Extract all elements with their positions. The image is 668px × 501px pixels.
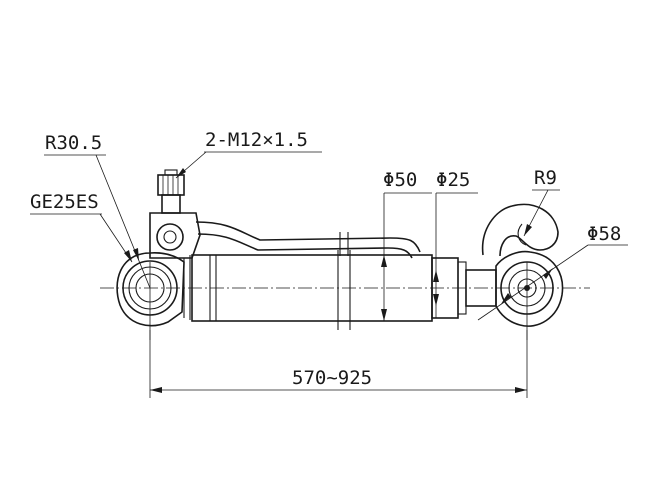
port-block bbox=[149, 169, 201, 259]
rod-diameter-dimension bbox=[433, 192, 478, 318]
hook-radius-label: R9 bbox=[534, 167, 557, 189]
ports-label: 2-M12×1.5 bbox=[205, 129, 308, 151]
bearing-label: GE25ES bbox=[30, 191, 99, 213]
rod-eye-diameter-leader bbox=[477, 244, 628, 321]
rod-eye-diameter-label: Φ58 bbox=[587, 223, 621, 245]
bearing-leader bbox=[30, 213, 133, 263]
cylinder-barrel bbox=[191, 250, 467, 330]
oil-pipe bbox=[195, 221, 421, 259]
rod-eye bbox=[481, 203, 564, 340]
hook-radius-leader bbox=[523, 189, 560, 237]
stroke-range-label: 570~925 bbox=[292, 367, 372, 389]
eye-radius-label: R30.5 bbox=[45, 132, 102, 154]
overall-length-dimension bbox=[150, 387, 527, 393]
eye-radius-leader bbox=[44, 154, 151, 289]
bore-diameter-label: Φ50 bbox=[383, 169, 417, 191]
ports-leader bbox=[175, 151, 322, 179]
base-eye bbox=[116, 252, 191, 340]
bore-diameter-dimension bbox=[381, 192, 432, 321]
rod-diameter-label: Φ25 bbox=[436, 169, 470, 191]
